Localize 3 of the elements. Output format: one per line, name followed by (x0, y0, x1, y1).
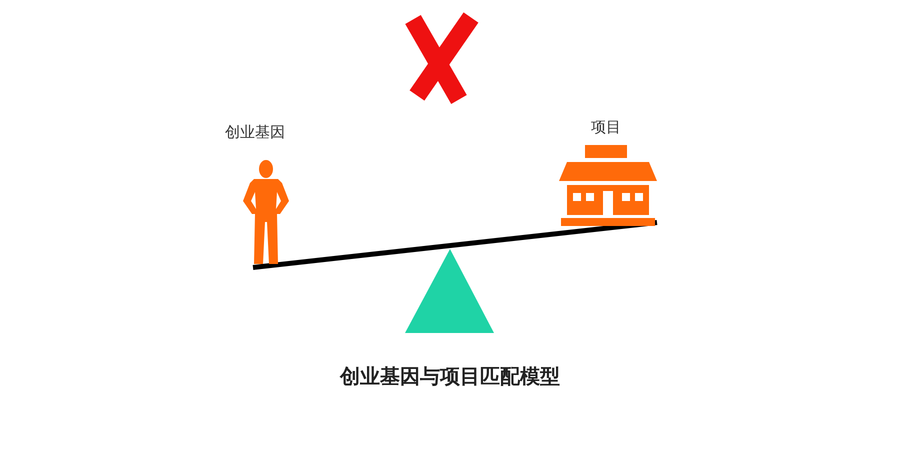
caption-title: 创业基因与项目匹配模型 (340, 364, 560, 388)
person-label: 创业基因 (225, 123, 285, 141)
house-label: 项目 (591, 118, 621, 136)
